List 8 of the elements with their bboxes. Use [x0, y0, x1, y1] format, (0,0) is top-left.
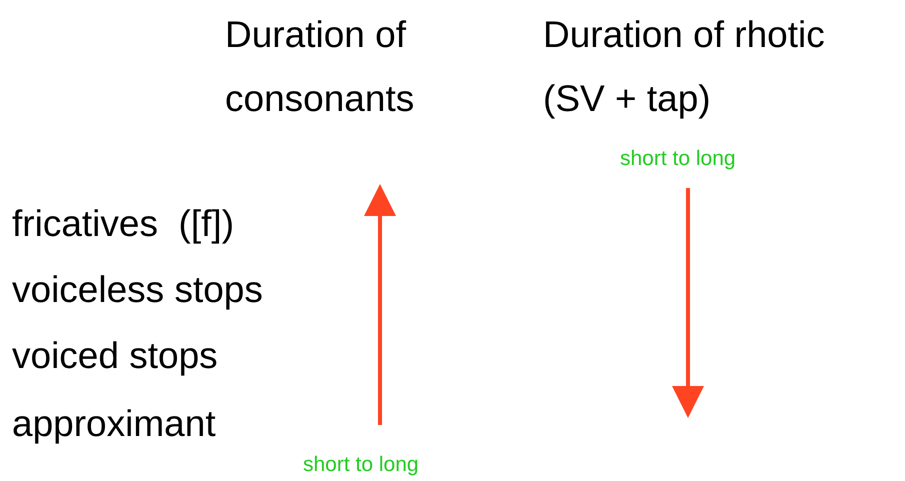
category-label: approximant [12, 402, 216, 446]
column-heading: Duration of consonants [225, 13, 416, 121]
axis-note: short to long [303, 452, 419, 478]
category-label: voiceless stops [12, 268, 263, 312]
axis-note: short to long [620, 146, 736, 172]
column-heading: Duration of rhotic (SV + tap) [543, 13, 826, 121]
category-label: fricatives ([f]) [12, 202, 234, 246]
category-label: voiced stops [12, 334, 218, 378]
